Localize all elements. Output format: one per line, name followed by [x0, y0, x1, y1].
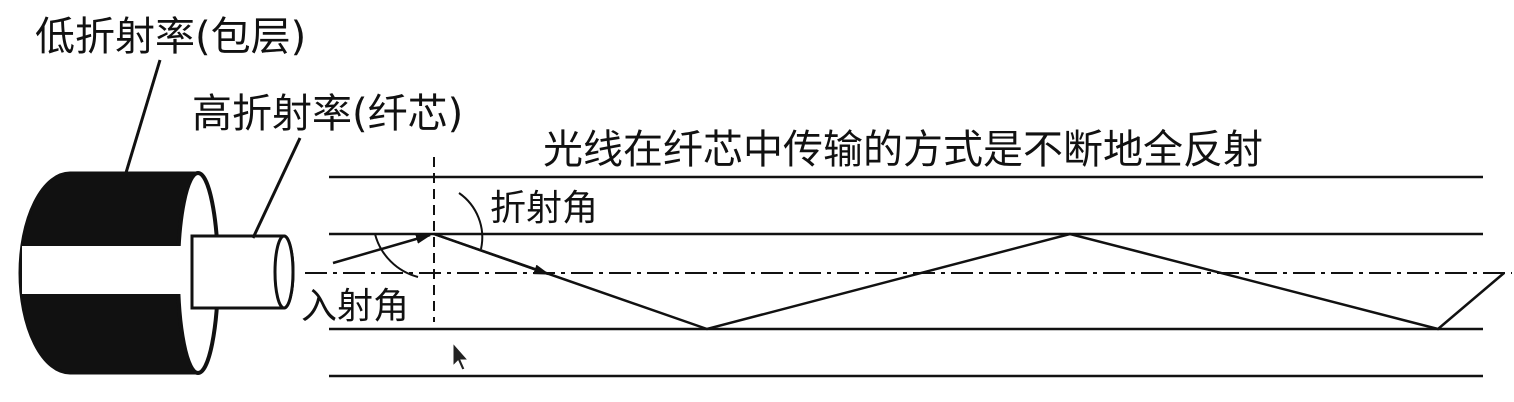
fiber-boundaries	[329, 175, 1483, 378]
diagram-caption: 光线在纤芯中传输的方式是不断地全反射	[543, 127, 1263, 173]
mouse-cursor-icon	[452, 341, 470, 371]
core-cross-section	[22, 246, 192, 294]
core-end-face	[273, 234, 295, 310]
incidence-angle-label: 入射角	[301, 286, 409, 327]
incidence-angle-arc	[374, 233, 419, 278]
fiber-cylinder	[18, 171, 295, 375]
total-reflection-path	[433, 232, 1505, 331]
core-label: 高折射率(纤芯)	[192, 91, 463, 137]
cladding-leader-line	[123, 59, 162, 177]
cladding-label: 低折射率(包层)	[35, 14, 306, 60]
refraction-angle-label: 折射角	[490, 188, 598, 229]
refraction-angle-arc	[458, 192, 484, 250]
core-leader-line	[251, 137, 302, 239]
